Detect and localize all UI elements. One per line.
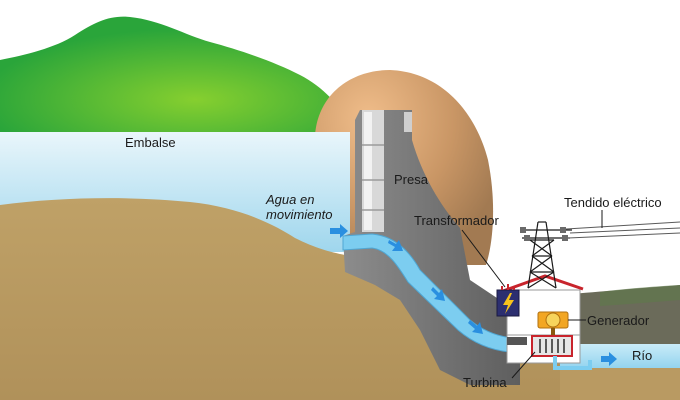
turbine-pointer (511, 351, 536, 379)
generator (537, 311, 586, 338)
tower-insulators (520, 227, 568, 241)
transmission-tower (520, 221, 572, 289)
river-label: Río (632, 348, 653, 363)
dam-top-post (404, 112, 412, 132)
transformer-label: Transformador (414, 213, 499, 228)
flow-arrows (330, 224, 617, 366)
turbine (511, 335, 592, 379)
arrow-right-icon (468, 320, 483, 334)
generator-rotor (545, 312, 561, 328)
moving-water-label-line-1: Agua en (266, 192, 315, 207)
arrow-right-icon (330, 224, 348, 238)
arrow-right-icon (601, 352, 617, 366)
turbine-label: Turbina (463, 375, 507, 390)
powerhouse-floor (507, 337, 527, 345)
arrow-right-icon (388, 240, 403, 251)
power-lines (565, 221, 680, 239)
transformer (461, 229, 520, 317)
right-hill-green (600, 285, 680, 306)
dam-crest-highlight (364, 112, 372, 230)
turbine-outflow (553, 356, 592, 370)
reservoir-label: Embalse (125, 135, 176, 150)
power-line-label: Tendido eléctrico (564, 195, 662, 210)
transformer-pointer (461, 229, 506, 288)
river-bank (560, 368, 680, 400)
turbine-blades (539, 339, 565, 353)
powerhouse-roof (502, 274, 584, 293)
dam-label: Presa (394, 172, 428, 187)
green-hill (0, 16, 355, 136)
moving-water-label: Agua en movimiento (266, 192, 332, 222)
arrow-right-icon (431, 287, 445, 301)
generator-shaft (551, 328, 555, 338)
ground (0, 198, 560, 400)
dam-body (343, 110, 520, 385)
generator-label: Generador (587, 313, 650, 328)
moving-water-label-line-2: movimiento (266, 207, 333, 222)
lightning-bolt-icon (503, 293, 514, 314)
